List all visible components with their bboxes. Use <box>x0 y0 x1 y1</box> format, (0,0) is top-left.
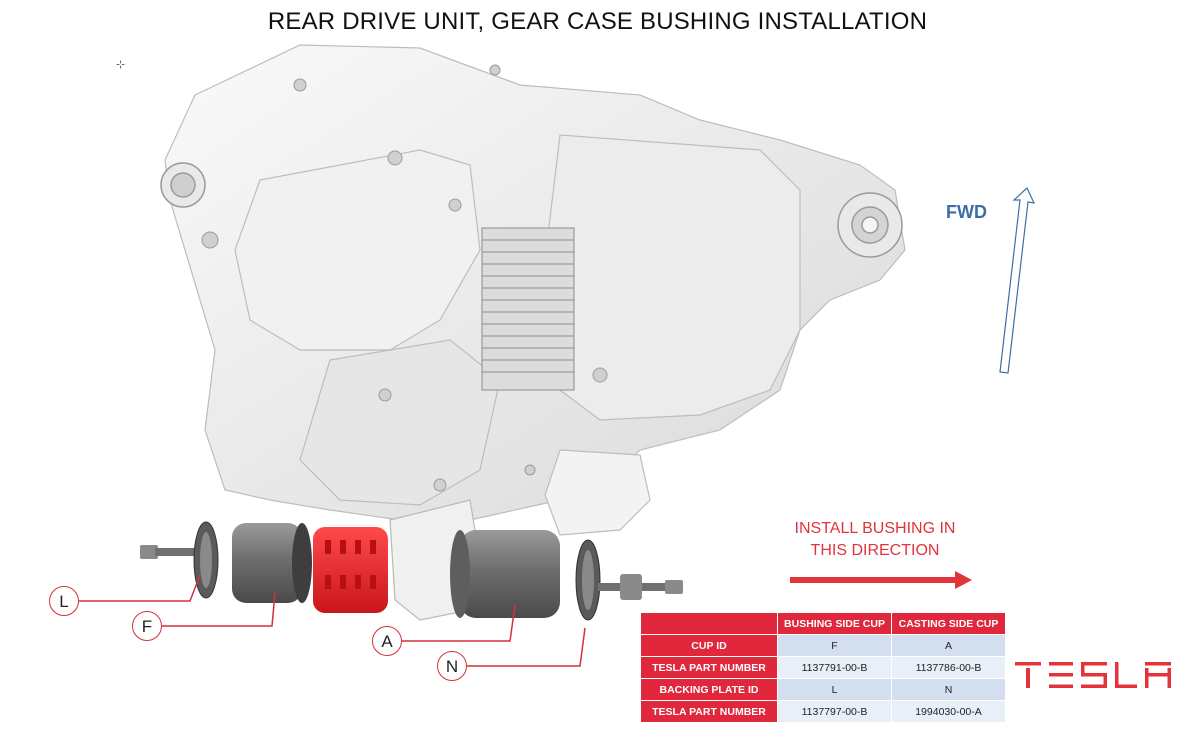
casting-value: 1137786-00-B <box>891 656 1006 679</box>
callout-l: L <box>49 586 79 616</box>
casting-value: N <box>891 678 1006 701</box>
casting-value: 1994030-00-A <box>891 700 1006 723</box>
callout-leaders <box>79 574 586 667</box>
table-row: TESLA PART NUMBER 1137797-00-B 1994030-0… <box>640 700 1006 723</box>
bushing-value: L <box>777 678 892 701</box>
table-row: CUP ID F A <box>640 634 1006 657</box>
right-nut <box>620 574 642 600</box>
row-label: TESLA PART NUMBER <box>640 656 778 679</box>
left-bolt <box>140 545 158 559</box>
table-header-row: BUSHING SIDE CUP CASTING SIDE CUP <box>640 612 1006 635</box>
table-row: BACKING PLATE ID L N <box>640 678 1006 701</box>
housing-bolts <box>201 64 608 492</box>
front-mount <box>160 162 903 258</box>
casting-value: A <box>891 634 1006 657</box>
cup-a <box>460 530 560 618</box>
bushing-value: F <box>777 634 892 657</box>
left-bolt-shank <box>155 548 195 556</box>
oil-cooler <box>481 227 575 391</box>
row-label: BACKING PLATE ID <box>640 678 778 701</box>
table-row: TESLA PART NUMBER 1137791-00-B 1137786-0… <box>640 656 1006 679</box>
install-direction-arrow <box>790 571 972 589</box>
table-header-bushing: BUSHING SIDE CUP <box>777 612 892 635</box>
bushing-value: 1137791-00-B <box>777 656 892 679</box>
install-label-line2: THIS DIRECTION <box>810 542 940 559</box>
crosshair-icon: ⊹ <box>116 59 126 71</box>
table-header-blank <box>640 612 778 635</box>
table-header-casting: CASTING SIDE CUP <box>891 612 1006 635</box>
install-direction-label: INSTALL BUSHING IN THIS DIRECTION <box>775 518 975 562</box>
row-label: TESLA PART NUMBER <box>640 700 778 723</box>
row-label: CUP ID <box>640 634 778 657</box>
callout-f: F <box>132 611 162 641</box>
page-title: REAR DRIVE UNIT, GEAR CASE BUSHING INSTA… <box>267 8 928 35</box>
install-label-line1: INSTALL BUSHING IN <box>794 520 956 537</box>
parts-table: BUSHING SIDE CUP CASTING SIDE CUP CUP ID… <box>640 612 1006 723</box>
fwd-label: FWD <box>946 202 987 222</box>
fwd-arrow <box>999 187 1036 374</box>
red-bushing <box>313 527 388 613</box>
bushing-value: 1137797-00-B <box>777 700 892 723</box>
callout-n: N <box>437 651 467 681</box>
callout-a: A <box>372 626 402 656</box>
tesla-logo <box>1015 662 1171 688</box>
bushing-assembly <box>140 521 683 621</box>
cup-f <box>232 523 302 603</box>
